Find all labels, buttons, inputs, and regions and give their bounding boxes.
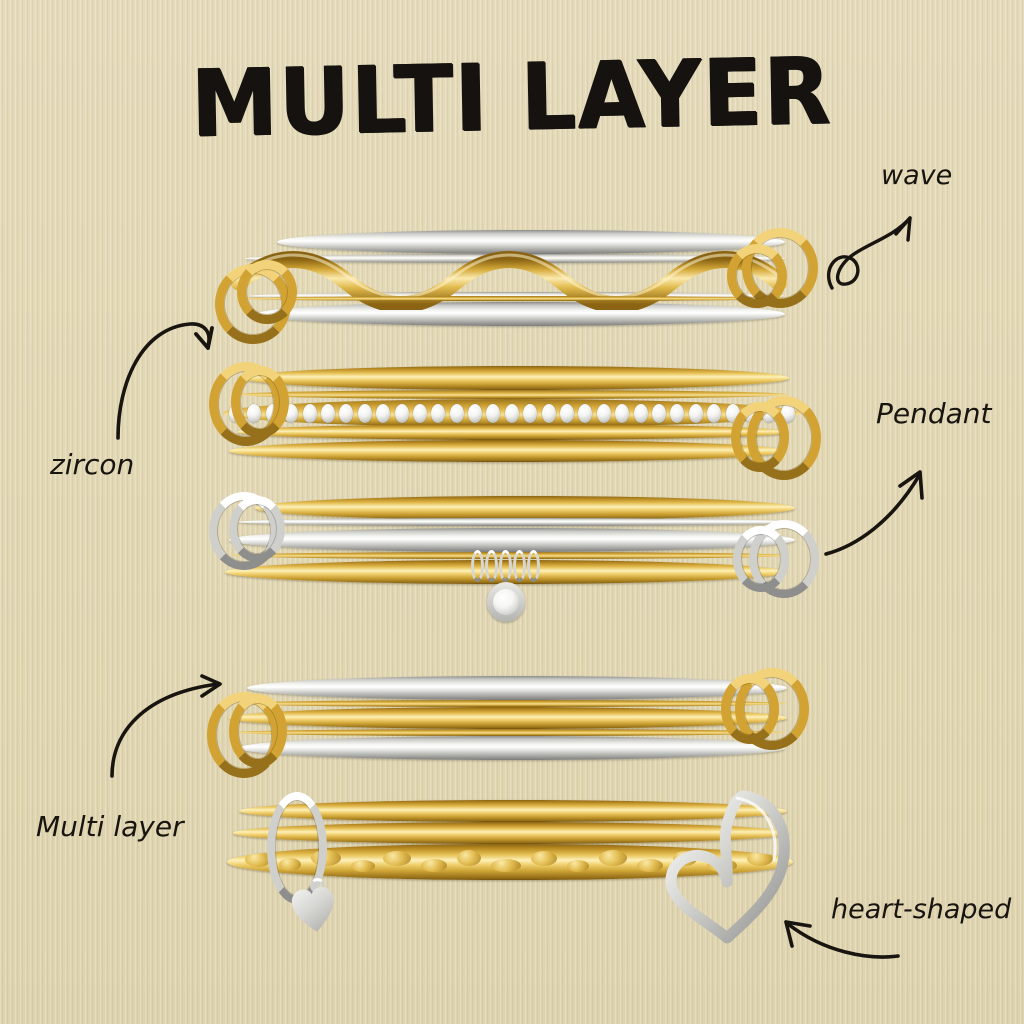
product-bracelet-1[interactable]: [215, 222, 818, 344]
gold-bangle-middle: [233, 822, 789, 844]
product-bracelet-2[interactable]: [209, 358, 821, 480]
curved-arrow-up-right-icon-pendant: [822, 450, 942, 560]
gold-wave-band: [230, 251, 788, 310]
zircon-stone: [504, 403, 519, 423]
silver-bangle-middle: [229, 528, 795, 552]
pendant-crystal: [493, 589, 519, 615]
gold-bangle-bottom: [229, 440, 785, 462]
curved-arrow-up-right-icon-zircon: [112, 312, 222, 442]
zircon-stone: [339, 403, 354, 423]
gold-bangle-top: [255, 496, 795, 520]
pendant-coil: [485, 550, 498, 582]
silver-inner-line-top: [237, 518, 793, 526]
gold-inner-line-top: [237, 700, 787, 707]
gold-inner-line-bottom: [233, 729, 785, 736]
zircon-stone: [486, 403, 501, 423]
page-title: MULTI LAYER: [190, 37, 834, 158]
gold-bangle-top: [239, 800, 787, 822]
zircon-stone: [560, 403, 575, 423]
gold-bangle-top: [243, 366, 789, 390]
gold-bangle-middle: [237, 424, 789, 440]
zircon-stone: [412, 403, 427, 423]
product-bracelet-5[interactable]: [215, 790, 815, 970]
curved-arrow-up-right-icon-multi: [106, 672, 236, 782]
zircon-stone: [707, 403, 722, 423]
silver-bangle-top: [277, 230, 785, 254]
zircon-stone: [468, 403, 483, 423]
zircon-stone: [376, 403, 391, 423]
zircon-stone-row: [229, 402, 795, 424]
annotation-label-heart-shaped: heart-shaped: [831, 894, 1012, 925]
silver-connector-ring-left-inner: [229, 496, 285, 562]
gold-connector-ring-right-inner: [731, 402, 789, 472]
gold-connector-ring-right-inner: [727, 244, 787, 308]
zircon-stone: [394, 403, 409, 423]
gold-thin-wire: [239, 296, 795, 301]
gold-bangle-middle: [229, 707, 787, 729]
zircon-stone: [523, 403, 538, 423]
pendant-coil: [499, 550, 512, 582]
zircon-stone: [449, 403, 464, 423]
silver-bangle-top: [247, 676, 787, 700]
gold-inner-line: [231, 552, 791, 559]
zircon-stone: [302, 403, 317, 423]
gold-connector-ring-left-inner: [229, 694, 287, 768]
annotation-label-wave: wave: [881, 160, 953, 191]
annotation-label-multi-layer: Multi layer: [36, 810, 184, 843]
zircon-stone: [670, 403, 685, 423]
silver-heart-charm: [290, 885, 338, 934]
curved-arrow-left-icon: [772, 908, 902, 964]
silver-heart-clasp: [665, 790, 790, 944]
gold-connector-ring-left-inner: [237, 260, 297, 324]
silver-bangle-bottom: [257, 302, 785, 326]
curly-loop-arrow-up-right-icon: [824, 196, 934, 296]
pendant-coil: [513, 550, 526, 582]
zircon-stone: [596, 403, 611, 423]
gold-connector-ring-right-inner: [721, 674, 779, 744]
zircon-stone: [357, 403, 372, 423]
zircon-stone: [688, 403, 703, 423]
silver-bangle-bottom: [239, 736, 785, 760]
zircon-stone: [633, 403, 648, 423]
product-bracelet-4[interactable]: [207, 668, 815, 778]
zircon-stone: [541, 403, 556, 423]
zircon-stone: [578, 403, 593, 423]
zircon-stone: [431, 403, 446, 423]
annotation-label-pendant: Pendant: [876, 397, 992, 430]
zircon-stone: [320, 403, 335, 423]
zircon-stone: [651, 403, 666, 423]
pendant-coil: [471, 550, 484, 582]
silver-connector-ring-right-inner: [733, 526, 789, 592]
product-bracelet-3[interactable]: [209, 488, 819, 658]
gold-inner-bangle-top: [237, 390, 789, 399]
zircon-stone: [615, 403, 630, 423]
gold-connector-ring-left-inner: [231, 366, 289, 438]
pendant-coils: [471, 550, 540, 582]
annotation-label-zircon: zircon: [50, 448, 135, 481]
pendant-coil: [527, 550, 540, 582]
